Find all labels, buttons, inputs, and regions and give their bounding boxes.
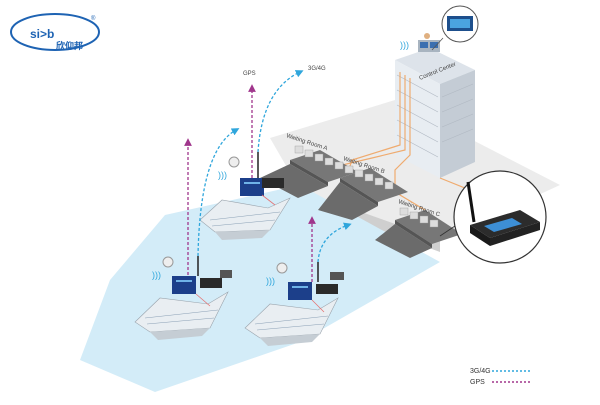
waiting-room-c: Waiting Room C bbox=[395, 199, 462, 248]
logo-chinese-name: 欣仰邦 bbox=[56, 40, 83, 51]
gps-links bbox=[184, 84, 316, 282]
camera-icon bbox=[276, 262, 288, 274]
wifi-icon: ))) bbox=[400, 40, 409, 50]
curved-arrow-icon bbox=[257, 70, 304, 153]
wifi-icon: ))) bbox=[152, 270, 161, 280]
legend-cellular-label: 3G/4G bbox=[470, 368, 491, 375]
router-icon bbox=[172, 276, 196, 294]
logo-mark: si>b bbox=[30, 27, 54, 41]
brand-logo: si>b ® 欣仰邦 bbox=[10, 13, 100, 51]
control-center-building: Control Center ))) bbox=[395, 5, 479, 178]
router-icon bbox=[316, 284, 338, 294]
gangways bbox=[260, 164, 432, 258]
wifi-icon: ))) bbox=[266, 276, 275, 286]
ship-top: ))) bbox=[199, 152, 291, 240]
camera-icon bbox=[162, 256, 174, 268]
ship-left: ))) bbox=[134, 256, 232, 340]
camera-icon bbox=[228, 156, 240, 168]
router-icon bbox=[288, 282, 312, 300]
wifi-icon: ))) bbox=[218, 170, 227, 180]
curved-arrow-icon bbox=[197, 128, 240, 257]
cellular-label: 3G/4G bbox=[308, 66, 326, 72]
router-inset bbox=[439, 170, 547, 264]
antenna-icon bbox=[466, 181, 476, 223]
router-icon bbox=[240, 178, 264, 196]
router-icon bbox=[200, 278, 222, 288]
legend: 3G/4G GPS bbox=[470, 368, 530, 386]
logo-registered: ® bbox=[91, 15, 96, 22]
legend-gps-label: GPS bbox=[470, 379, 485, 386]
gps-label: GPS bbox=[243, 71, 256, 77]
cellular-links bbox=[197, 70, 352, 263]
water-area bbox=[80, 185, 440, 392]
ship-right: ))) bbox=[244, 262, 344, 346]
curved-arrow-icon bbox=[317, 222, 352, 263]
router-icon bbox=[262, 178, 284, 188]
